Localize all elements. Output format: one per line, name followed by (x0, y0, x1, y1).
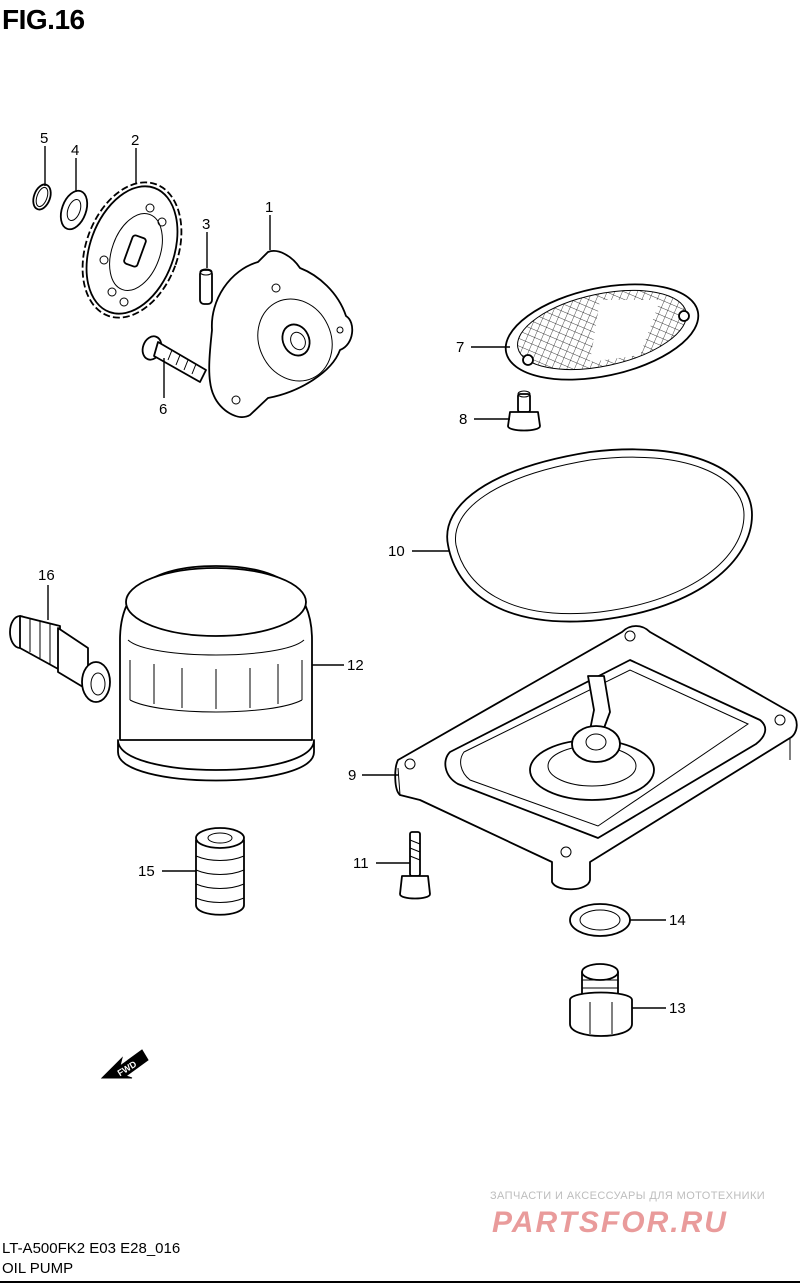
part-6-bolt (141, 335, 207, 383)
label-part-1: 1 (265, 199, 273, 216)
part-7-oil-strainer (504, 283, 700, 381)
figure-title: FIG.16 (2, 4, 85, 35)
bottom-border (0, 1281, 800, 1283)
label-part-16: 16 (38, 567, 55, 584)
label-part-7: 7 (456, 339, 464, 356)
watermark-tagline: ЗАПЧАСТИ И АКСЕССУАРЫ ДЛЯ МОТОТЕХНИКИ (490, 1190, 766, 1202)
part-16-oil-pressure-switch (9, 615, 111, 703)
part-3-pin (199, 268, 213, 305)
label-part-9: 9 (348, 767, 356, 784)
model-code: LT-A500FK2 E03 E28_016 (2, 1240, 181, 1257)
watermark-logo-text: PARTSFOR.RU (492, 1206, 728, 1238)
label-part-8: 8 (459, 411, 467, 428)
label-part-3: 3 (202, 216, 210, 233)
part-number-labels: 5 4 2 3 1 6 7 8 10 16 12 9 15 11 14 13 (38, 130, 686, 1017)
label-part-5: 5 (40, 130, 48, 147)
part-1-oil-pump (208, 250, 354, 418)
label-part-12: 12 (347, 657, 364, 674)
fwd-arrow: FWD (100, 1049, 149, 1079)
part-12-oil-filter (117, 565, 315, 782)
part-4-washer (59, 189, 89, 231)
label-part-15: 15 (138, 863, 155, 880)
label-part-10: 10 (388, 543, 405, 560)
part-9-oil-pan (394, 625, 798, 891)
label-part-6: 6 (159, 401, 167, 418)
label-part-4: 4 (71, 142, 79, 159)
part-8-bolt (507, 390, 541, 432)
label-part-11: 11 (353, 855, 369, 872)
part-15-union (195, 827, 245, 916)
part-13-drain-plug (569, 963, 633, 1037)
part-14-gasket (569, 903, 631, 937)
watermark-logo: PARTSFOR.RU (492, 1206, 728, 1238)
part-2-driven-gear (81, 181, 183, 319)
diagram-name: OIL PUMP (2, 1260, 74, 1277)
leader-lines (44, 146, 666, 1009)
label-part-13: 13 (669, 1000, 686, 1017)
part-11-bolt (399, 831, 431, 900)
label-part-2: 2 (131, 132, 139, 149)
part-5-circlip (32, 183, 52, 211)
part-10-gasket (446, 448, 753, 623)
label-part-14: 14 (669, 912, 686, 929)
